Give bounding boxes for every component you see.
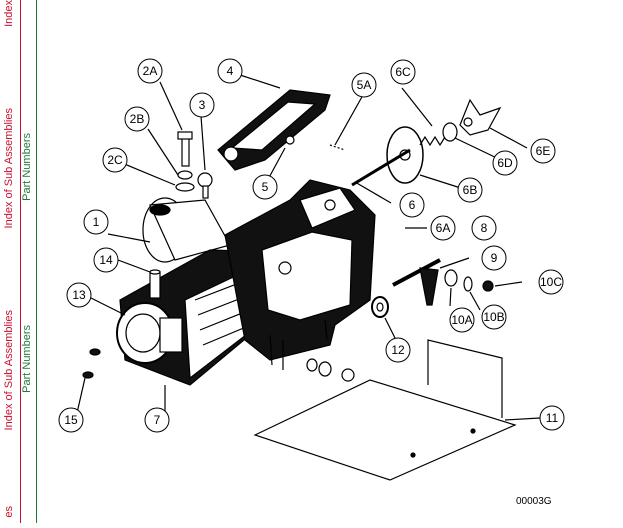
callout-14: 14 xyxy=(93,247,119,273)
svg-text:10A: 10A xyxy=(451,313,472,327)
svg-text:8: 8 xyxy=(481,221,488,235)
svg-text:7: 7 xyxy=(154,413,161,427)
callout-2C: 2C xyxy=(102,147,128,173)
cover-plate xyxy=(253,379,517,481)
svg-text:13: 13 xyxy=(72,288,86,302)
svg-text:14: 14 xyxy=(99,253,113,267)
svg-text:5A: 5A xyxy=(357,78,372,92)
callout-12: 12 xyxy=(385,337,411,363)
callout-11: 11 xyxy=(539,405,565,431)
part-numbers-link[interactable]: Part Numbers xyxy=(21,133,33,201)
svg-text:6B: 6B xyxy=(463,183,478,197)
svg-text:2C: 2C xyxy=(107,153,123,167)
svg-text:5: 5 xyxy=(262,180,269,194)
callout-7: 7 xyxy=(144,407,170,433)
part-numbers-link-2[interactable]: Part Numbers xyxy=(21,325,33,393)
callout-4: 4 xyxy=(217,58,243,84)
index-link[interactable]: Index xyxy=(3,0,15,27)
svg-text:11: 11 xyxy=(546,411,559,425)
svg-text:6D: 6D xyxy=(497,156,513,170)
callout-3: 3 xyxy=(189,92,215,118)
svg-text:6C: 6C xyxy=(395,65,411,79)
svg-text:1: 1 xyxy=(93,215,100,229)
callout-6C: 6C xyxy=(390,59,416,85)
callout-2A: 2A xyxy=(137,58,163,84)
callout-10C: 10C xyxy=(538,269,564,295)
callout-5: 5 xyxy=(252,174,278,200)
parts-drawing: 2A 4 5A 6C 2B 3 2C 5 6 6A 6B 6D 6E 1 14 … xyxy=(58,58,565,507)
index-sub-assemblies-link-2[interactable]: Index of Sub Assemblies xyxy=(3,310,15,431)
callout-6D: 6D xyxy=(492,150,518,176)
svg-text:9: 9 xyxy=(491,251,498,265)
callout-1: 1 xyxy=(83,209,109,235)
callout-15: 15 xyxy=(58,407,84,433)
callout-10A: 10A xyxy=(449,307,475,333)
svg-text:12: 12 xyxy=(391,343,405,357)
figure-code: 00003G xyxy=(516,496,552,507)
callout-10B: 10B xyxy=(481,304,507,330)
index-sub-assemblies-link[interactable]: Index of Sub Assemblies xyxy=(3,108,15,229)
svg-text:10C: 10C xyxy=(540,275,562,289)
index-link-bottom[interactable]: es xyxy=(3,506,15,518)
sidebar-red-rule xyxy=(20,0,21,523)
callout-9: 9 xyxy=(481,245,507,271)
svg-text:6E: 6E xyxy=(536,144,551,158)
callout-5A: 5A xyxy=(351,72,377,98)
svg-text:15: 15 xyxy=(64,413,78,427)
sidebar-nav: Index Index of Sub Assemblies Part Numbe… xyxy=(0,0,44,523)
svg-text:3: 3 xyxy=(199,98,206,112)
svg-text:2B: 2B xyxy=(130,112,145,126)
svg-text:2A: 2A xyxy=(143,64,158,78)
svg-text:4: 4 xyxy=(227,64,234,78)
svg-text:6A: 6A xyxy=(436,221,451,235)
callout-13: 13 xyxy=(66,282,92,308)
callout-6: 6 xyxy=(399,192,425,218)
exploded-parts-diagram: 2A 4 5A 6C 2B 3 2C 5 6 6A 6B 6D 6E 1 14 … xyxy=(44,0,623,523)
callout-2B: 2B xyxy=(124,106,150,132)
svg-text:10B: 10B xyxy=(483,310,504,324)
sidebar-green-rule xyxy=(36,0,37,523)
callout-6E: 6E xyxy=(530,138,556,164)
callout-8: 8 xyxy=(471,215,497,241)
callout-6B: 6B xyxy=(457,177,483,203)
callout-6A: 6A xyxy=(430,215,456,241)
svg-text:6: 6 xyxy=(409,198,416,212)
